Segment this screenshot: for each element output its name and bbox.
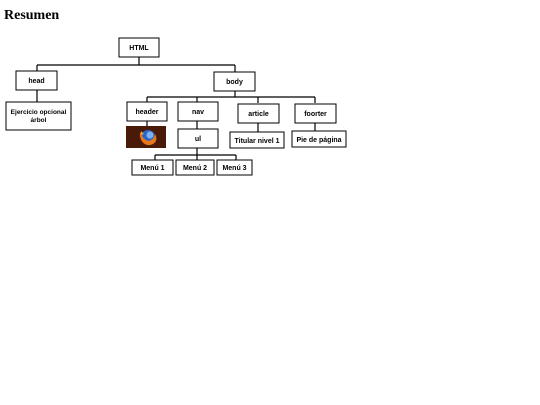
node-menu1-label: Menú 1: [140, 165, 164, 172]
node-footer-child-label: Pie de página: [296, 137, 341, 144]
node-body-label: body: [226, 79, 243, 86]
tree-connectors: [36, 57, 316, 160]
node-article-child-label: Titular nivel 1: [235, 138, 280, 145]
node-menu2-label: Menú 2: [183, 165, 207, 172]
page-title: Resumen: [4, 8, 60, 23]
node-article: article: [237, 103, 280, 124]
node-menu1: Menú 1: [131, 159, 174, 176]
node-nav: nav: [177, 101, 219, 122]
edge-ul-children: [154, 148, 237, 160]
node-header-label: header: [136, 109, 159, 116]
node-body: body: [213, 71, 256, 92]
firefox-logo-icon: [126, 126, 166, 148]
node-head-label: head: [28, 78, 44, 85]
node-ul: ul: [177, 128, 219, 149]
node-ul-label: ul: [195, 136, 201, 143]
node-article-label: article: [248, 111, 269, 118]
node-menu3: Menú 3: [216, 159, 253, 176]
node-menu3-label: Menú 3: [222, 165, 246, 172]
edge-body-children: [146, 91, 316, 103]
node-head-child-line2: árbol: [31, 117, 47, 124]
node-article-child: Titular nivel 1: [229, 131, 285, 149]
node-html: HTML: [118, 37, 160, 58]
node-footer: foorter: [294, 103, 337, 124]
node-footer-label: foorter: [304, 111, 327, 118]
edge-html-children: [36, 57, 236, 72]
node-html-label: HTML: [129, 45, 149, 52]
node-menu2: Menú 2: [175, 159, 215, 176]
node-nav-label: nav: [192, 109, 204, 116]
node-head-child-line1: Ejercicio opcional: [11, 109, 67, 116]
node-head: head: [15, 70, 58, 91]
node-header: header: [126, 101, 168, 122]
node-footer-child: Pie de página: [291, 130, 347, 148]
node-head-child: Ejercicio opcional árbol: [5, 101, 72, 131]
